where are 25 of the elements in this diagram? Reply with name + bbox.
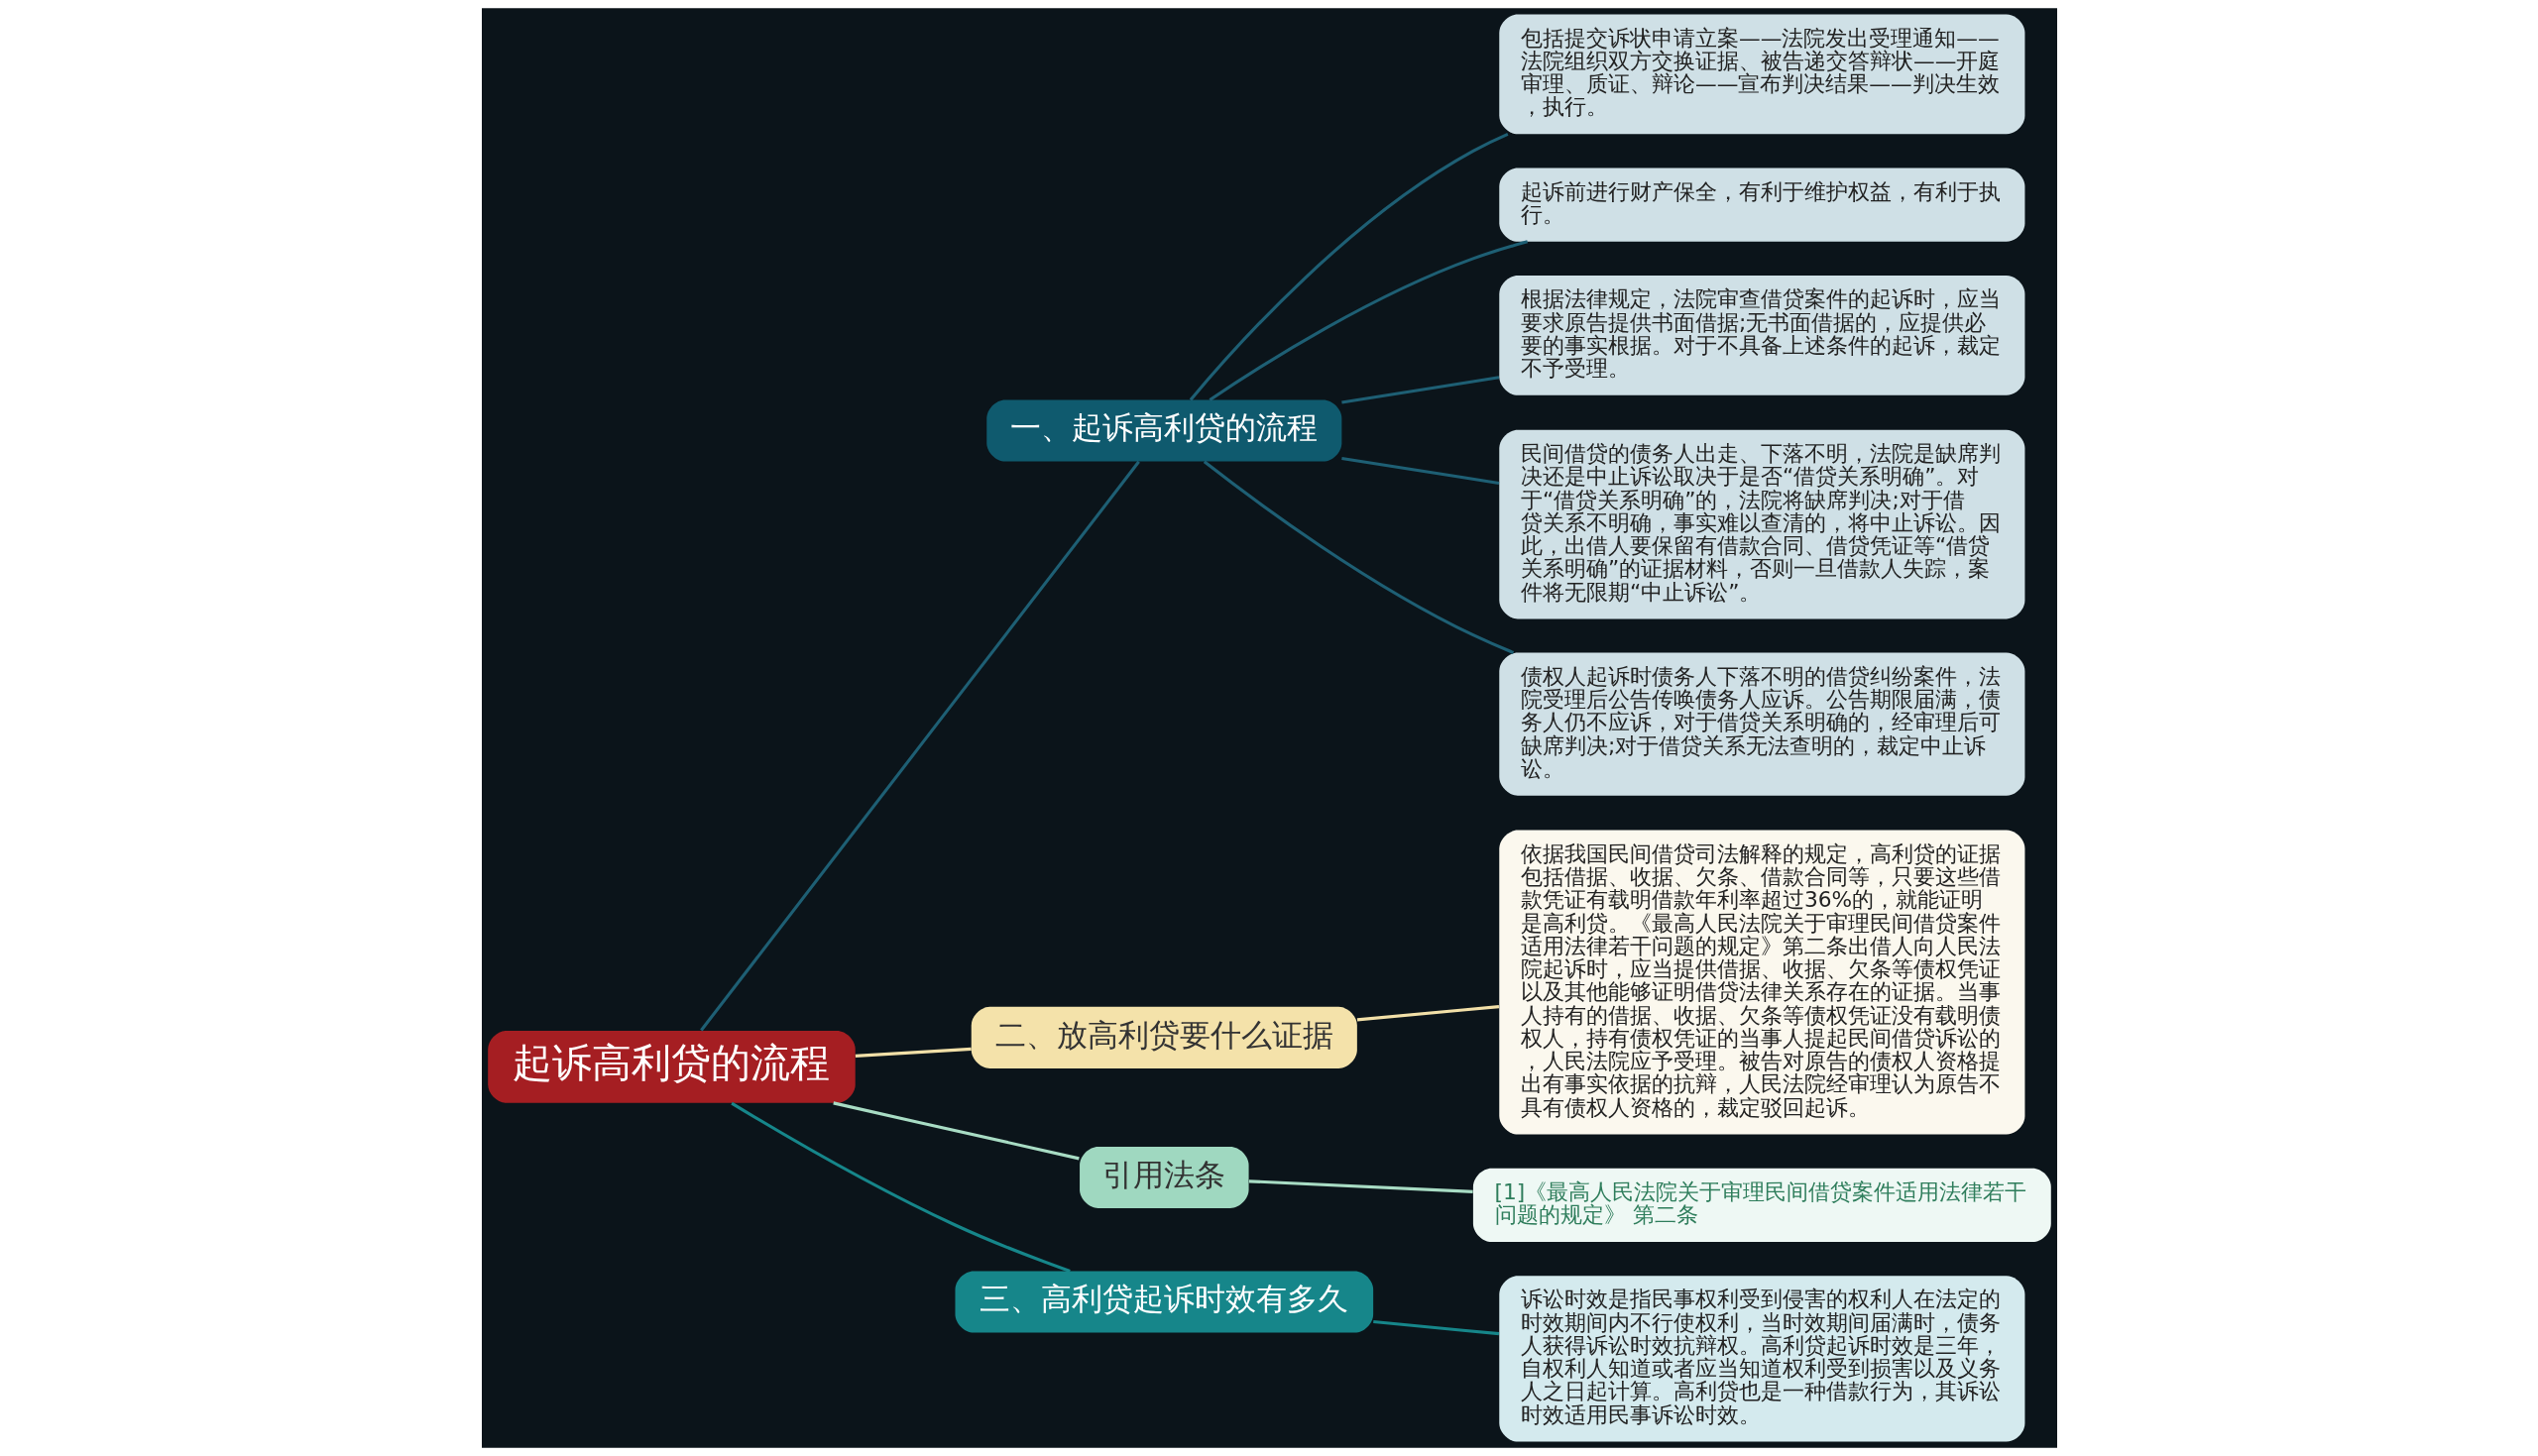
node-box: 根据法律规定，法院审查借贷案件的起诉时，应当要求原告提供书面借据;无书面借据的，应提供必要的事实根据。对于不具备上述条件的起诉，裁定不予受理。	[1498, 275, 2024, 395]
node-box: 引用法条	[1079, 1146, 1249, 1208]
connector	[699, 460, 1140, 1032]
connector	[1340, 456, 1499, 486]
connector	[1248, 1179, 1473, 1193]
node-box: [1]《最高人民法院关于审理民间借贷案件适用法律若干问题的规定》 第二条	[1472, 1168, 2051, 1243]
node-box: 诉讼时效是指民事权利受到侵害的权利人在法定的时效期间内不行使权利，当时效期间届满时，债务人获得诉讼时效抗辩权。高利贷起诉时效是三年，自权利人知道或者应当知道权利受到损害以及义务人之日起计算。高利贷也是一种借款行为，其诉讼时效适用民事诉讼时效。	[1498, 1276, 2024, 1442]
node-box: 包括提交诉状申请立案——法院发出受理通知——法院组织双方交换证据、被告递交答辩状——开庭审理、质证、辩论——宣布判决结果——判决生效，执行。	[1498, 14, 2024, 135]
node-box: 二、放高利贷要什么证据	[971, 1006, 1357, 1068]
connector	[730, 1101, 1071, 1273]
connector	[1372, 1320, 1499, 1336]
connector	[855, 1047, 972, 1058]
node-box: 债权人起诉时债务人下落不明的借贷纠纷案件，法院受理后公告传唤债务人应诉。公告期限届满，债务人仍不应诉，对于借贷关系明确的，经审理后可缺席判决;对于借贷关系无法查明的，裁定中止诉讼。	[1498, 652, 2024, 796]
node-box: 依据我国民间借贷司法解释的规定，高利贷的证据包括借据、收据、欠条、借款合同等，只要这些借款凭证有载明借款年利率超过36%的，就能证明是高利贷。《最高人民法院关于审理民间借贷案件适用法律若干问题的规定》第二条出借人向人民法院起诉时，应当提供借据、收据、欠条等债权凭证以及其他能够证明借贷法律关系存在的证据。当事人持有的借据、收据、欠条等债权凭证没有载明债权人，持有债权凭证的当事人提起民间借贷诉讼的，人民法院应予受理。被告对原告的债权人资格提出有事实依据的抗辩，人民法院经审理认为原告不具有债权人资格的，裁定驳回起诉。	[1498, 830, 2024, 1135]
connector	[1203, 460, 1514, 654]
node-box: 民间借贷的债务人出走、下落不明，法院是缺席判决还是中止诉讼取决于是否“借贷关系明确”。对于“借贷关系明确”的，法院将缺席判决;对于借贷关系不明确，事实难以查清的，将中止诉讼。因此，出借人要保留有借款合同、借贷凭证等“借贷关系明确”的证据材料，否则一旦借款人失踪，案件将无限期“中止诉讼”。	[1498, 429, 2024, 619]
connector	[1189, 132, 1508, 401]
node-box: 三、高利贷起诉时效有多久	[955, 1271, 1373, 1333]
connector	[832, 1101, 1080, 1161]
node-box: 起诉前进行财产保全，有利于维护权益，有利于执行。	[1498, 168, 2024, 242]
connector	[1209, 240, 1528, 401]
node-box: 起诉高利贷的流程	[487, 1030, 856, 1103]
connector	[1340, 376, 1499, 404]
connector	[1356, 1005, 1499, 1022]
node-box: 一、起诉高利贷的流程	[985, 399, 1341, 462]
